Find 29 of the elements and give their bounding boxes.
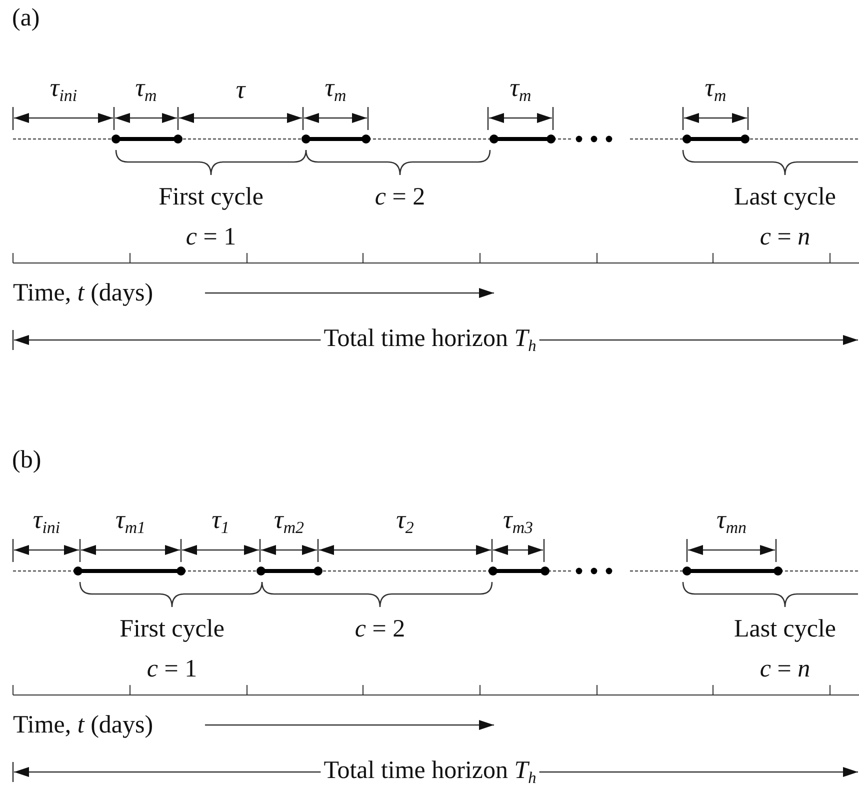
duration-label: τ$_{1}$ bbox=[212, 507, 230, 537]
duration-label: τ$_{m}$ bbox=[135, 75, 157, 105]
cycle-label: c = 2 bbox=[354, 616, 406, 642]
duration-label: τ$_{m}$ bbox=[324, 75, 346, 105]
duration-label: τ$_{ini}$ bbox=[50, 75, 78, 105]
duration-label: τ$_{m3}$ bbox=[503, 507, 533, 537]
axis-label: Time, t (days) bbox=[13, 712, 154, 738]
cycle-label: Last cycle bbox=[734, 616, 836, 642]
cycle-label: First cycle bbox=[158, 184, 264, 210]
cycle-label: Last cycle bbox=[734, 184, 836, 210]
total-horizon-label: Total time horizon T$_{h}$ bbox=[324, 326, 536, 354]
duration-label: τ$_{m}$ bbox=[510, 75, 532, 105]
duration-label: τ bbox=[236, 77, 246, 103]
cycle-label: c = 2 bbox=[374, 184, 426, 210]
duration-label: τ$_{m}$ bbox=[704, 75, 726, 105]
panel-label: (a) bbox=[12, 6, 40, 30]
cycle-label: First cycle bbox=[120, 616, 224, 642]
axis-label: Time, t (days) bbox=[13, 280, 154, 306]
duration-label: τ$_{m2}$ bbox=[274, 507, 304, 537]
panel-label: (b) bbox=[12, 448, 42, 472]
duration-label: τ$_{2}$ bbox=[396, 507, 414, 537]
duration-label: τ$_{m1}$ bbox=[116, 507, 146, 537]
cycle-label: c = 1 bbox=[146, 656, 198, 682]
cycle-label: c = 1 bbox=[186, 224, 236, 250]
cycle-label: c = n bbox=[760, 224, 810, 250]
total-horizon-label: Total time horizon T$_{h}$ bbox=[324, 758, 536, 786]
duration-label: τ$_{mn}$ bbox=[716, 507, 746, 537]
duration-label: τ$_{ini}$ bbox=[32, 507, 60, 537]
cycle-label: c = n bbox=[760, 656, 810, 682]
